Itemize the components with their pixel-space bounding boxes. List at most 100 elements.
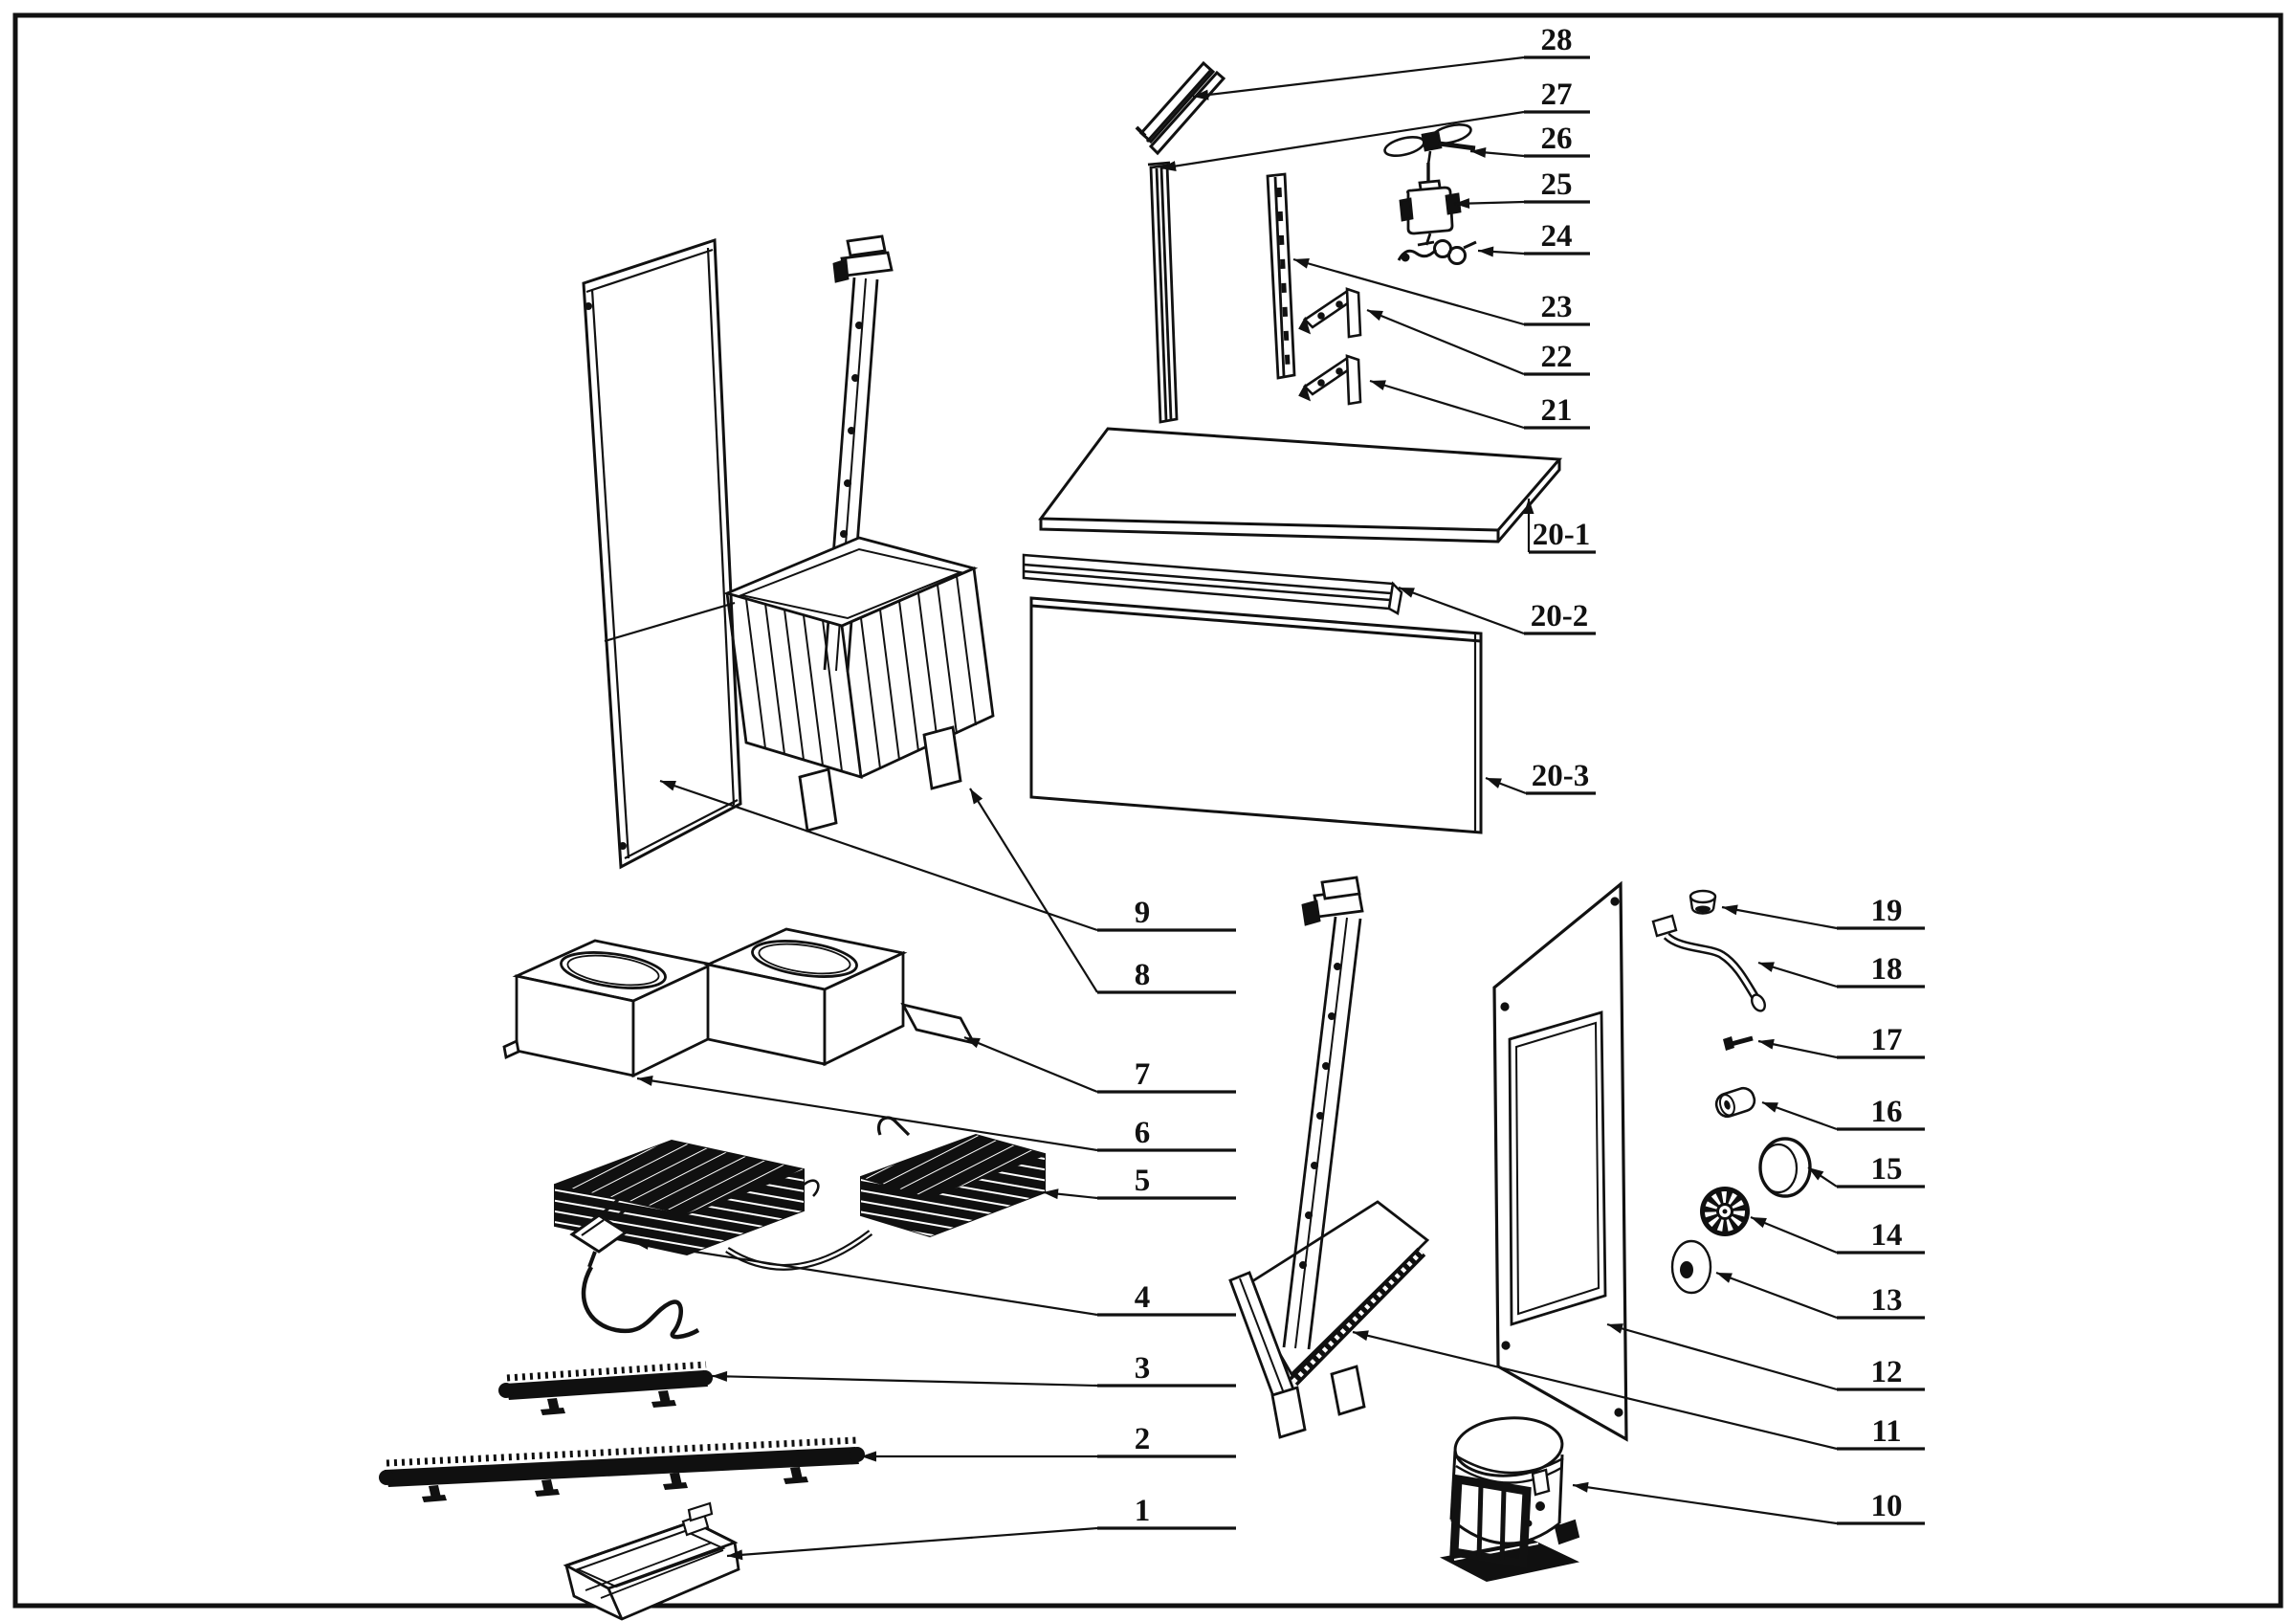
part-label-28: 28	[1192, 23, 1590, 100]
part-label-23: 23	[1292, 257, 1590, 326]
part-label-14: 14	[1750, 1215, 1925, 1255]
part-number-13: 13	[1871, 1283, 1903, 1318]
leader-arrowhead-27	[1160, 161, 1177, 171]
leader-arrowhead-23	[1293, 258, 1310, 269]
part-11-mounting-frame	[1228, 876, 1430, 1439]
leader-arrowhead-18	[1758, 962, 1775, 972]
part-20-1-top-panel	[1038, 427, 1563, 544]
part-18-drain-hose	[1651, 914, 1766, 1012]
part-20-2-trim-strip	[1022, 553, 1403, 615]
part-number-6: 6	[1135, 1116, 1151, 1150]
part-label-27: 27	[1159, 78, 1590, 171]
part-number-20-1: 20-1	[1533, 518, 1591, 552]
leader-arrowhead-12	[1607, 1323, 1623, 1334]
leader-line-8	[969, 788, 1098, 993]
part-3-condenser-grille-short	[498, 1361, 713, 1415]
leader-arrowhead-22	[1367, 310, 1383, 322]
part-number-16: 16	[1871, 1095, 1903, 1129]
part-number-7: 7	[1135, 1057, 1151, 1092]
leader-arrowhead-14	[1751, 1217, 1767, 1229]
part-16-roller	[1714, 1086, 1756, 1119]
leader-arrowhead-11	[1353, 1330, 1369, 1342]
part-number-4: 4	[1135, 1280, 1151, 1315]
leader-line-19	[1721, 905, 1838, 930]
part-4-power-cord	[569, 1197, 700, 1340]
part-number-2: 2	[1135, 1422, 1151, 1456]
leader-arrowhead-7	[964, 1037, 981, 1049]
part-5-evaporator-coils	[554, 1116, 1046, 1271]
part-23-slotted-rail	[1266, 172, 1296, 380]
leader-arrowhead-8	[970, 788, 983, 805]
leader-line-9	[659, 779, 1098, 932]
part-label-25: 25	[1453, 167, 1590, 210]
part-number-24: 24	[1541, 219, 1573, 254]
leader-arrowhead-28	[1193, 89, 1209, 100]
leader-line-6	[636, 1077, 1098, 1152]
leader-arrowhead-3	[712, 1370, 728, 1382]
part-label-10: 10	[1572, 1481, 1925, 1525]
leader-line-14	[1750, 1215, 1838, 1255]
leader-arrowhead-20-2	[1399, 588, 1415, 598]
part-label-6: 6	[636, 1076, 1236, 1152]
part-number-18: 18	[1871, 952, 1903, 987]
leader-arrowhead-1	[727, 1549, 743, 1561]
part-6-fan-box-left	[502, 939, 717, 1078]
part-label-3: 3	[711, 1351, 1236, 1388]
part-number-28: 28	[1541, 23, 1573, 57]
part-label-8: 8	[969, 788, 1236, 994]
part-7-fan-box-right	[703, 927, 977, 1067]
part-number-17: 17	[1871, 1023, 1903, 1057]
part-label-5: 5	[1042, 1164, 1236, 1200]
part-22-bracket-upper	[1298, 287, 1362, 339]
part-number-8: 8	[1135, 958, 1151, 992]
part-number-20-2: 20-2	[1531, 599, 1589, 633]
part-number-26: 26	[1541, 122, 1573, 156]
part-25-fan-motor	[1399, 163, 1462, 247]
leader-arrowhead-6	[637, 1076, 653, 1086]
part-2-condenser-grille-long	[379, 1436, 865, 1502]
part-24-wire-clip	[1397, 239, 1477, 265]
part-19-cap-nut	[1689, 889, 1717, 915]
leader-line-12	[1606, 1322, 1838, 1391]
part-number-12: 12	[1871, 1355, 1903, 1389]
part-label-2: 2	[861, 1422, 1236, 1462]
part-label-21: 21	[1369, 379, 1590, 430]
leader-line-4	[632, 1240, 1098, 1317]
part-number-27: 27	[1541, 78, 1573, 112]
leader-line-20-2	[1398, 586, 1525, 635]
part-label-13: 13	[1715, 1271, 1925, 1320]
leader-arrowhead-17	[1758, 1038, 1775, 1050]
part-12-side-panel-window	[1492, 880, 1628, 1442]
part-17-pin	[1723, 1035, 1754, 1051]
part-label-22: 22	[1366, 308, 1590, 376]
part-label-18: 18	[1757, 952, 1925, 988]
leader-line-28	[1192, 56, 1525, 99]
part-15-ring	[1758, 1137, 1812, 1198]
part-number-9: 9	[1135, 896, 1151, 930]
part-number-10: 10	[1871, 1489, 1903, 1523]
leader-arrowhead-16	[1762, 1102, 1778, 1113]
part-number-3: 3	[1135, 1351, 1151, 1386]
part-label-1: 1	[726, 1494, 1236, 1561]
leader-arrowhead-15	[1808, 1167, 1824, 1181]
part-number-25: 25	[1541, 167, 1573, 202]
leader-arrowhead-24	[1478, 246, 1494, 257]
part-label-20-2: 20-2	[1398, 586, 1596, 635]
leader-arrowhead-2	[861, 1451, 876, 1462]
part-label-16: 16	[1761, 1095, 1925, 1131]
leader-arrowhead-26	[1470, 146, 1487, 158]
part-label-9: 9	[659, 779, 1236, 932]
part-8-basket-assembly	[722, 234, 995, 833]
leader-arrowhead-4	[633, 1239, 650, 1250]
leader-arrowhead-19	[1722, 904, 1738, 916]
leader-line-3	[711, 1374, 1098, 1388]
part-number-20-3: 20-3	[1532, 759, 1590, 793]
part-label-20-3: 20-3	[1485, 759, 1596, 795]
leader-line-10	[1572, 1483, 1838, 1525]
part-label-7: 7	[963, 1035, 1236, 1094]
part-20-3-back-panel	[1029, 596, 1483, 834]
drawing-border	[12, 12, 2284, 1609]
part-label-4: 4	[632, 1239, 1236, 1317]
part-label-12: 12	[1606, 1322, 1925, 1391]
leader-line-22	[1366, 308, 1525, 376]
